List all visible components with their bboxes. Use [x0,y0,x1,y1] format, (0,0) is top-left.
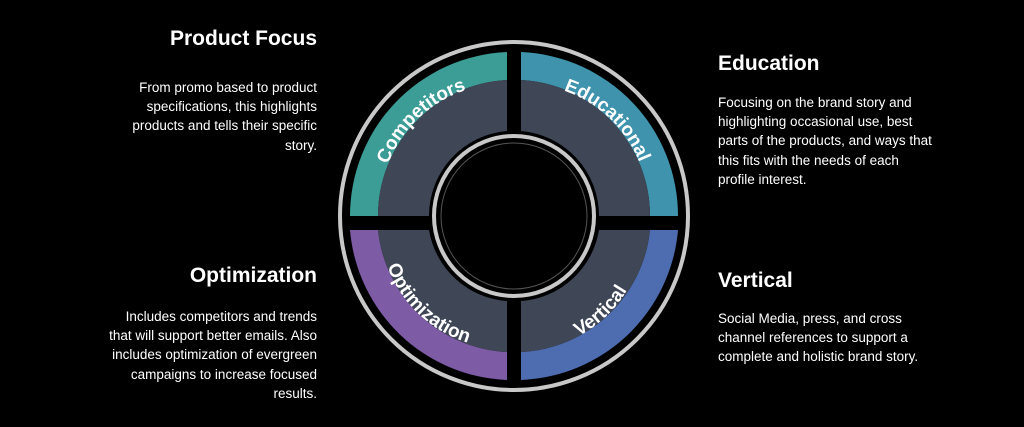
education-block: Education Focusing on the brand story an… [718,52,933,189]
center-hole [430,132,598,300]
inner-ring [432,134,596,298]
product-focus-block: Product Focus From promo based to produc… [100,27,317,155]
product-focus-description: From promo based to product specificatio… [132,80,317,153]
education-title: Education [718,52,820,75]
vertical-description: Social Media, press, and cross channel r… [718,311,919,365]
inner-thin-ring [440,142,588,290]
optimization-block: Optimization Includes competitors and tr… [100,264,317,403]
education-description: Focusing on the brand story and highligh… [718,95,932,187]
optimization-title: Optimization [189,264,317,287]
segment-competitors [349,52,507,216]
vertical-title: Vertical [718,269,793,292]
vertical-block: Vertical Social Media, press, and cross … [718,269,933,367]
segment-educational [521,52,679,216]
segment-optimization [350,230,507,380]
optimization-description: Includes competitors and trends that wil… [109,309,317,401]
segment-vertical [521,230,678,380]
outer-ring [338,40,690,392]
product-focus-title: Product Focus [169,27,317,50]
